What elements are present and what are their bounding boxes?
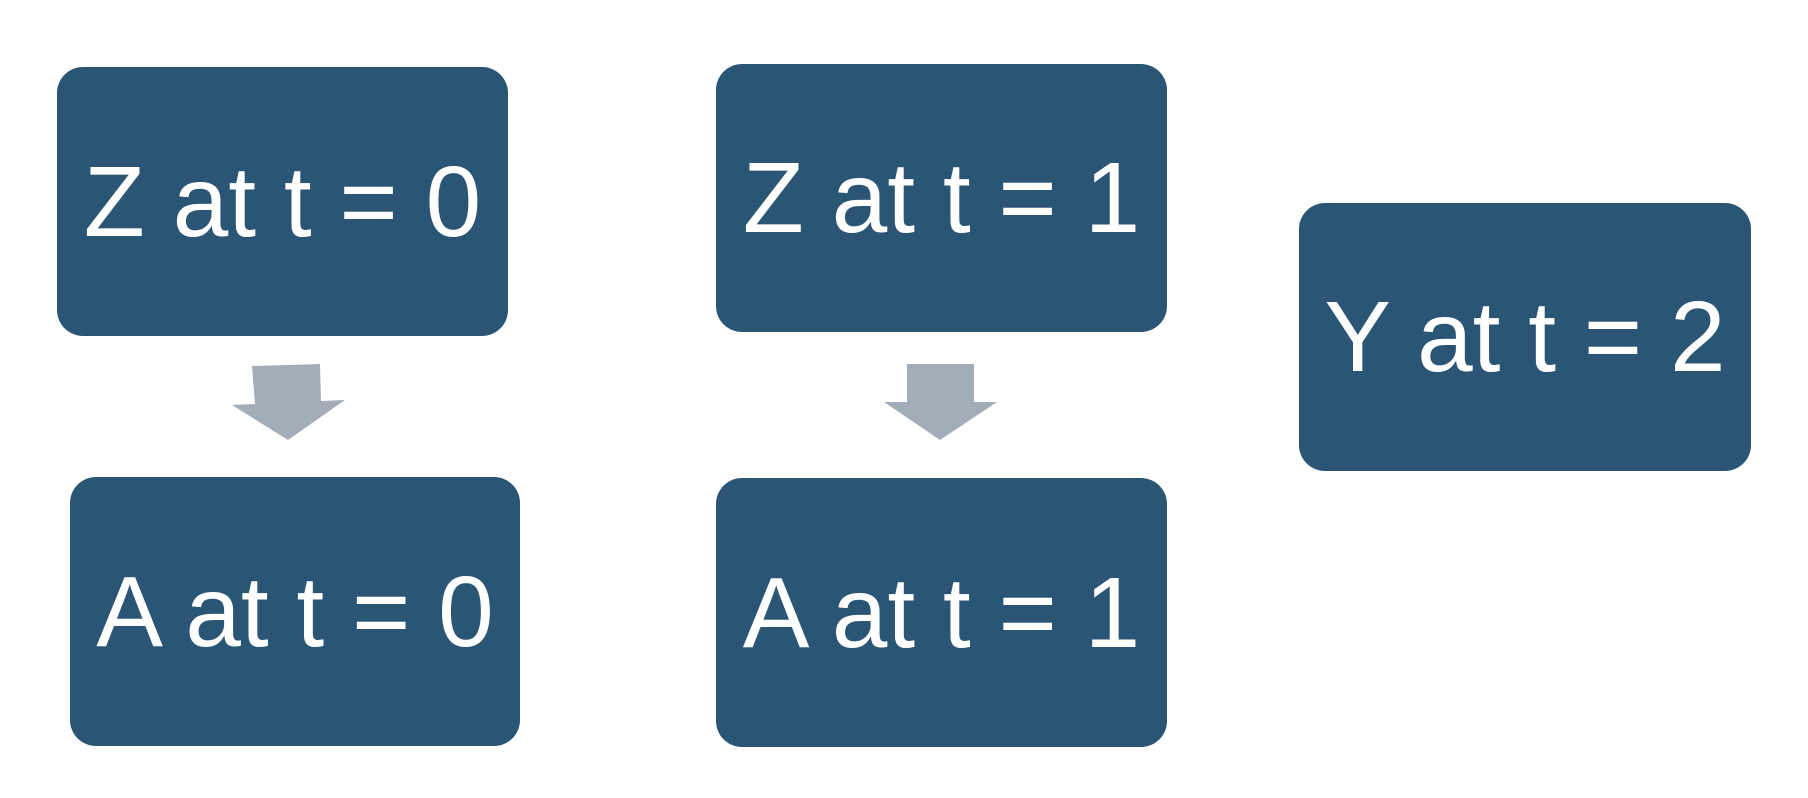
node-a-t1: A at t = 1 — [716, 478, 1167, 747]
node-z-t0-label: Z at t = 0 — [83, 145, 482, 258]
arrow-z0-to-a0-shape — [232, 364, 345, 440]
node-a-t0: A at t = 0 — [70, 477, 520, 746]
node-a-t1-label: A at t = 1 — [742, 556, 1141, 669]
node-a-t0-label: A at t = 0 — [96, 555, 494, 668]
node-z-t1: Z at t = 1 — [716, 64, 1167, 332]
node-z-t0: Z at t = 0 — [57, 67, 508, 336]
node-y-t2-label: Y at t = 2 — [1324, 281, 1726, 393]
arrow-z1-to-a1-shape — [884, 364, 997, 440]
node-z-t1-label: Z at t = 1 — [742, 142, 1141, 254]
arrow-z0-to-a0 — [232, 364, 345, 440]
node-y-t2: Y at t = 2 — [1299, 203, 1751, 471]
arrow-z1-to-a1 — [884, 364, 997, 440]
